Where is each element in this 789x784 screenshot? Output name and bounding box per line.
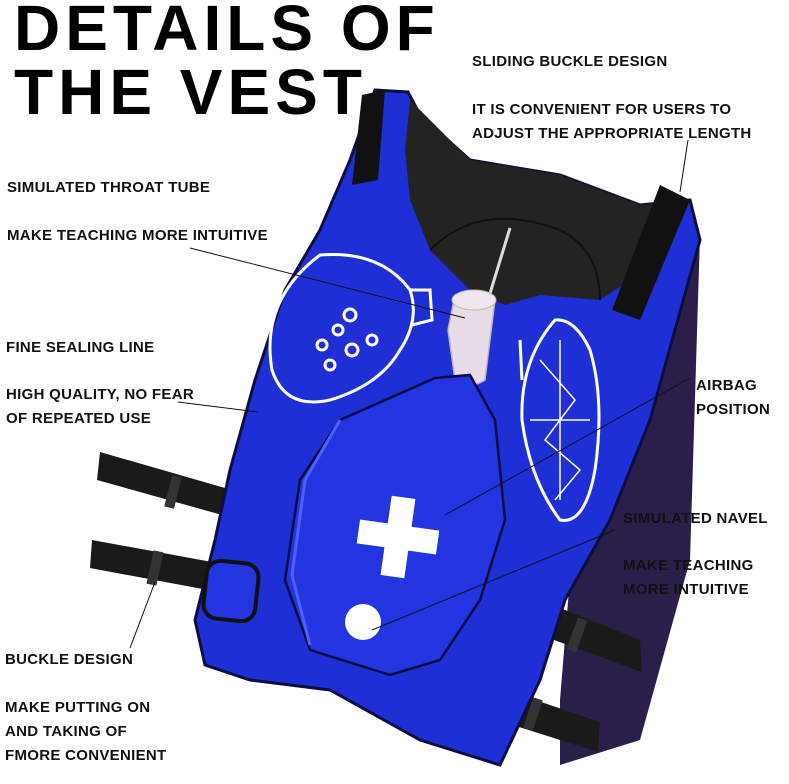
buckle-description: MAKE PUTTING ON AND TAKING OF FMORE CONV… — [5, 696, 166, 768]
sealing-line-annotation: FINE SEALING LINE — [6, 336, 154, 360]
left-shoulder-strap — [352, 90, 385, 185]
side-patch — [201, 558, 261, 624]
buckle-heading: BUCKLE DESIGN — [5, 651, 134, 668]
sealing-line-line-2: OF REPEATED USE — [6, 410, 152, 427]
cross-icon — [356, 495, 440, 579]
left-lung-drawing — [268, 252, 434, 404]
airbag-line-1: AIRBAG — [696, 377, 757, 394]
throat-tube-heading: SIMULATED THROAT TUBE — [7, 179, 211, 196]
title-line-1: DETAILS OF — [14, 0, 440, 64]
sliding-buckle-annotation: SLIDING BUCKLE DESIGN — [472, 50, 667, 74]
sliding-buckle-line-1: IT IS CONVENIENT FOR USERS TO — [472, 101, 732, 118]
navel-heading: SIMULATED NAVEL — [623, 510, 768, 527]
title-line-2: THE VEST — [14, 56, 367, 128]
sealing-line-line-1: HIGH QUALITY, NO FEAR — [6, 386, 194, 403]
leader-lines — [129, 139, 691, 649]
navel-description: MAKE TEACHING MORE INTUITIVE — [623, 554, 754, 602]
sealing-line-description: HIGH QUALITY, NO FEAR OF REPEATED USE — [6, 383, 194, 431]
throat-tube-description: MAKE TEACHING MORE INTUITIVE — [7, 224, 268, 248]
navel-line-1: MAKE TEACHING — [623, 557, 754, 574]
airbag-line-2: POSITION — [696, 401, 771, 418]
sliding-buckle-line-2: ADJUST THE APPROPRIATE LENGTH — [472, 125, 752, 142]
throat-tube-line-1: MAKE TEACHING MORE INTUITIVE — [7, 227, 268, 244]
vest-collar — [405, 100, 680, 305]
buckle-line-1: MAKE PUTTING ON — [5, 699, 151, 716]
buckle-annotation: BUCKLE DESIGN — [5, 648, 133, 672]
buckle-line-3: FMORE CONVENIENT — [5, 747, 167, 764]
page-title: DETAILS OF THE VEST — [14, 0, 440, 124]
sliding-buckle-description: IT IS CONVENIENT FOR USERS TO ADJUST THE… — [472, 98, 752, 146]
throat-tube-annotation: SIMULATED THROAT TUBE — [7, 176, 210, 200]
navel-annotation: SIMULATED NAVEL — [623, 507, 768, 531]
sealing-line-heading: FINE SEALING LINE — [6, 339, 155, 356]
sliding-buckle-heading: SLIDING BUCKLE DESIGN — [472, 53, 668, 70]
buckle-line-2: AND TAKING OF — [5, 723, 127, 740]
left-buckle-straps — [90, 452, 225, 590]
navel-circle-icon — [345, 604, 381, 640]
right-lung-drawing — [518, 318, 601, 522]
right-shoulder-strap — [612, 185, 690, 320]
airbag-annotation: AIRBAG POSITION — [696, 374, 770, 422]
navel-line-2: MORE INTUITIVE — [623, 581, 749, 598]
